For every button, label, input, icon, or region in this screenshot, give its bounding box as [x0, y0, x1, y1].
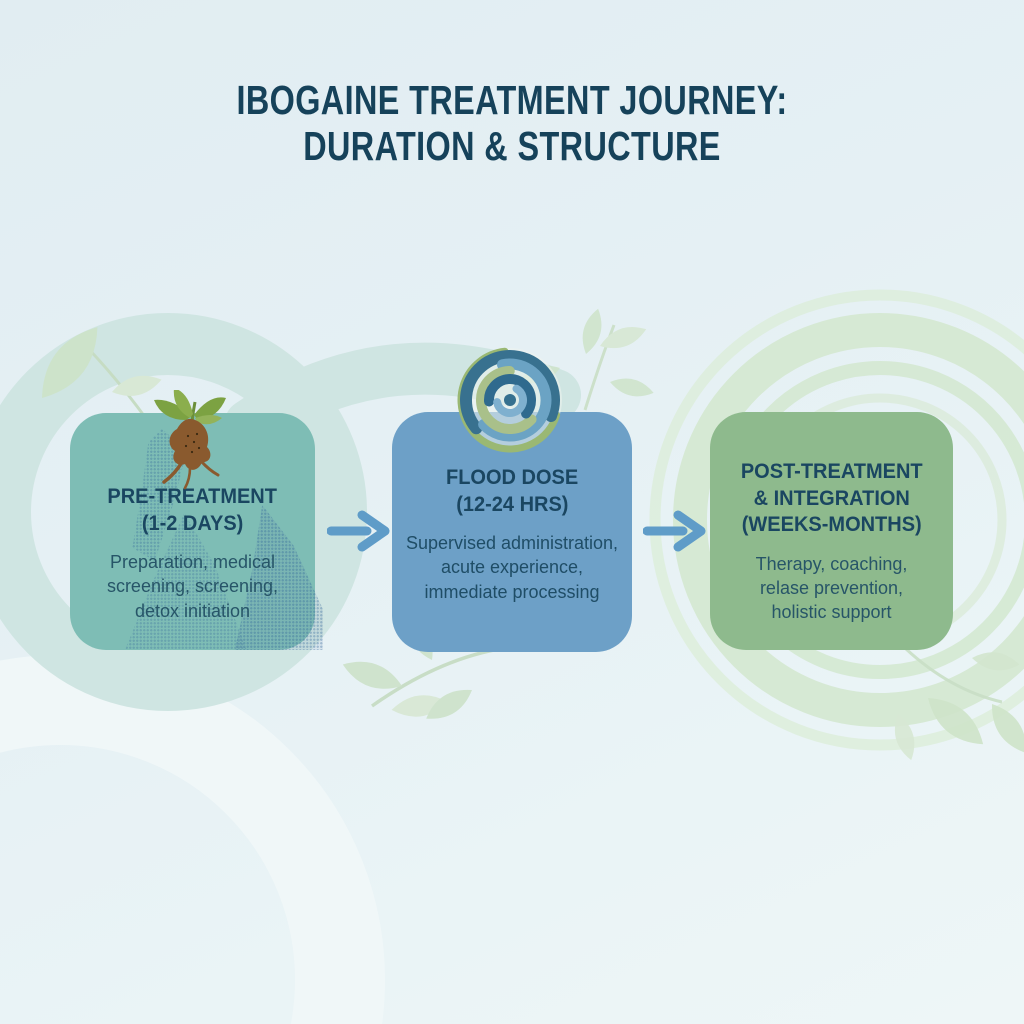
stage-duration: (12-24 HRS): [455, 491, 569, 516]
stage-heading: POST-TREATMENT & INTEGRATION: [740, 459, 923, 510]
page-title-line2: DURATION & STRUCTURE: [303, 122, 721, 169]
stage-duration: (1-2 DAYS): [141, 510, 244, 535]
leaf-decoration-top-middle: [517, 306, 656, 411]
stage-description: Therapy, coaching, relase prevention, ho…: [755, 553, 908, 623]
stage-heading: PRE-TREATMENT: [107, 484, 278, 508]
stage-description: Supervised administration, acute experie…: [405, 533, 619, 602]
iboga-root-icon: [154, 390, 226, 490]
page-title: IBOGAINE TREATMENT JOURNEY: DURATION & S…: [0, 77, 1024, 170]
leaf-decoration-bottom-right: [889, 646, 1024, 763]
stage-description: Preparation, medical screening, screenin…: [106, 552, 279, 621]
stage-box-post-treatment: POST-TREATMENT & INTEGRATION (WEEKS-MONT…: [710, 412, 953, 650]
water-swirl-icon: [457, 347, 563, 453]
arrow-right-icon: [643, 510, 706, 552]
stage-box-pre-treatment: PRE-TREATMENT (1-2 DAYS) Preparation, me…: [70, 413, 323, 650]
stage-duration: (WEEKS-MONTHS): [741, 512, 922, 537]
faint-ring-decoration: [0, 655, 385, 1024]
page-title-line1: IBOGAINE TREATMENT JOURNEY:: [236, 77, 788, 123]
arrow-right-icon: [327, 510, 390, 552]
stage-heading: FLOOD DOSE: [445, 465, 579, 489]
